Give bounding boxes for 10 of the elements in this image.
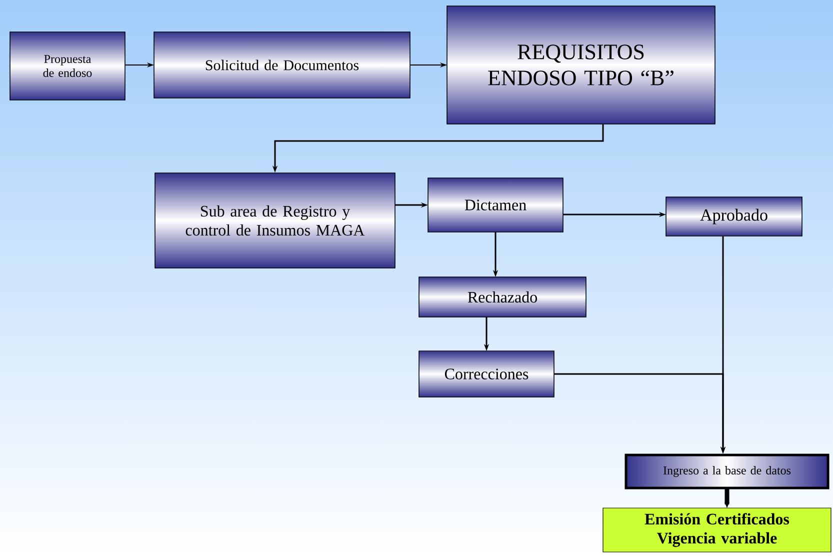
result-box: Emisión Certificados Vigencia variable <box>602 508 832 552</box>
process-box: Propuesta de endoso <box>10 32 126 100</box>
process-box: REQUISITOS ENDOSO TIPO “B” <box>446 6 716 124</box>
process-box: Solicitud de Documentos <box>154 32 410 98</box>
process-box: Dictamen <box>428 178 564 232</box>
process-box: Correcciones <box>418 350 554 398</box>
process-box: Rechazado <box>418 276 586 318</box>
process-box: Aprobado <box>666 196 802 236</box>
process-box: Ingreso a la base de datos <box>624 454 830 490</box>
process-box: Sub area de Registro y control de Insumos MAGA <box>154 172 396 268</box>
